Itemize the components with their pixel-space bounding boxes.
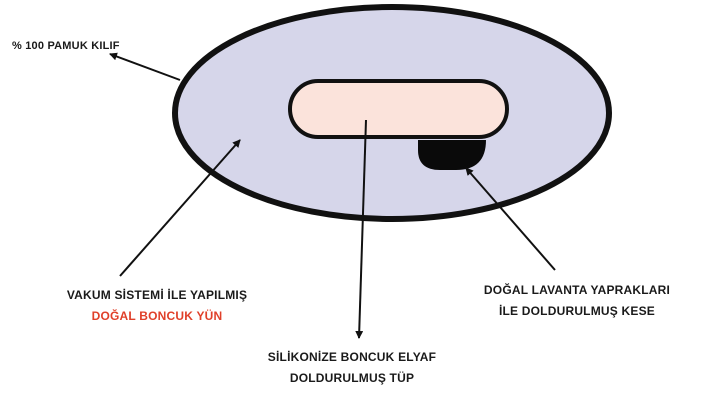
pouch-label-line1: DOĞAL LAVANTA YAPRAKLARI bbox=[462, 280, 692, 301]
tube-label-line2: DOLDURULMUŞ TÜP bbox=[232, 368, 472, 389]
tube-label: SİLİKONİZE BONCUK ELYAF DOLDURULMUŞ TÜP bbox=[232, 347, 472, 389]
cover-arrow bbox=[110, 54, 180, 80]
cotton-cover-label-text: % 100 PAMUK KILIF bbox=[12, 40, 120, 52]
wool-arrow bbox=[120, 140, 240, 276]
fiber-tube-shape bbox=[290, 81, 507, 137]
pouch-label-line2: İLE DOLDURULMUŞ KESE bbox=[462, 301, 692, 322]
wool-label-line2: DOĞAL BONCUK YÜN bbox=[22, 306, 292, 327]
pouch-label: DOĞAL LAVANTA YAPRAKLARI İLE DOLDURULMUŞ… bbox=[462, 280, 692, 322]
wool-label-line1: VAKUM SİSTEMİ İLE YAPILMIŞ bbox=[22, 285, 292, 306]
wool-label: VAKUM SİSTEMİ İLE YAPILMIŞ DOĞAL BONCUK … bbox=[22, 285, 292, 327]
cotton-cover-label: % 100 PAMUK KILIF bbox=[12, 36, 120, 57]
tube-label-line1: SİLİKONİZE BONCUK ELYAF bbox=[232, 347, 472, 368]
